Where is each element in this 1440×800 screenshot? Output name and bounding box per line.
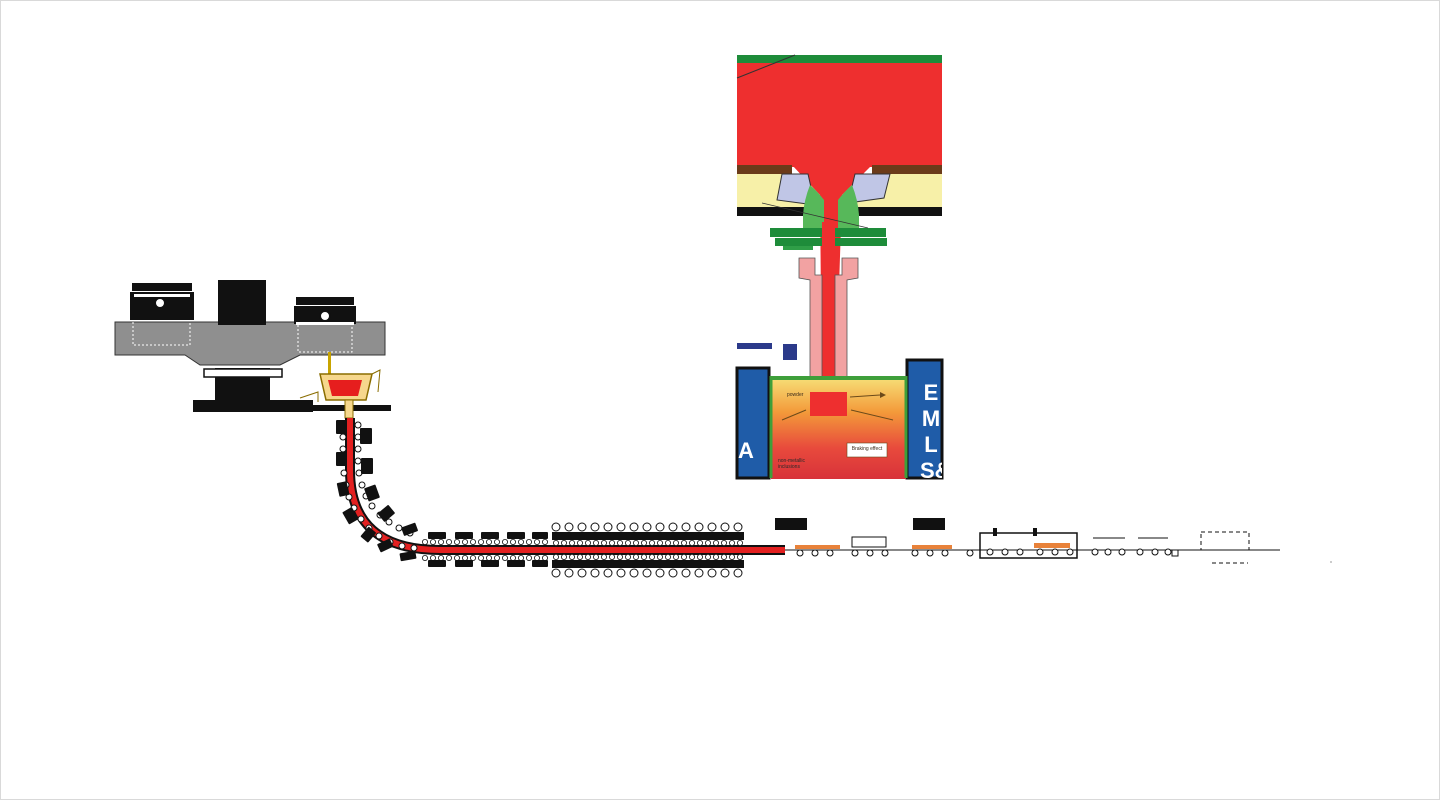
torch-cutter-1 [775, 518, 807, 530]
braking-effect-label: Braking effect [851, 446, 883, 452]
mold-plate-right [905, 358, 944, 480]
tundish [299, 369, 381, 419]
tundish-steel [737, 63, 942, 167]
ladle-turret [114, 280, 391, 419]
mold-plate-left-label: A [738, 438, 754, 463]
mold-plate-right-label-3: L [924, 432, 938, 457]
mold-plate-right-labels: E M L S& [920, 380, 942, 484]
mold-plate-left [735, 366, 771, 480]
mold-plate-right-label-1: E [923, 380, 939, 405]
mold-plate-right-label-4: S& [920, 458, 942, 483]
ladle-left [130, 283, 194, 346]
turret-column-top [218, 280, 266, 325]
sen-left-wall [798, 257, 823, 396]
powder-label: powder [787, 392, 804, 398]
sen-right-wall [834, 257, 859, 396]
strand-segments-horizontal [428, 532, 548, 567]
strand-segments-curved [336, 420, 418, 562]
braking-effect-box [846, 442, 888, 458]
ladle-right [294, 297, 356, 374]
torch-cutter-2 [913, 518, 945, 530]
mold-plate-right-label-2: M [921, 406, 941, 431]
inclusions-label: non-metallic inclusions [778, 458, 805, 470]
sen-port [810, 392, 847, 416]
tundish-top-band [737, 55, 942, 63]
withdrawal-roll-bank [551, 522, 744, 578]
run-out-table [775, 518, 1332, 564]
